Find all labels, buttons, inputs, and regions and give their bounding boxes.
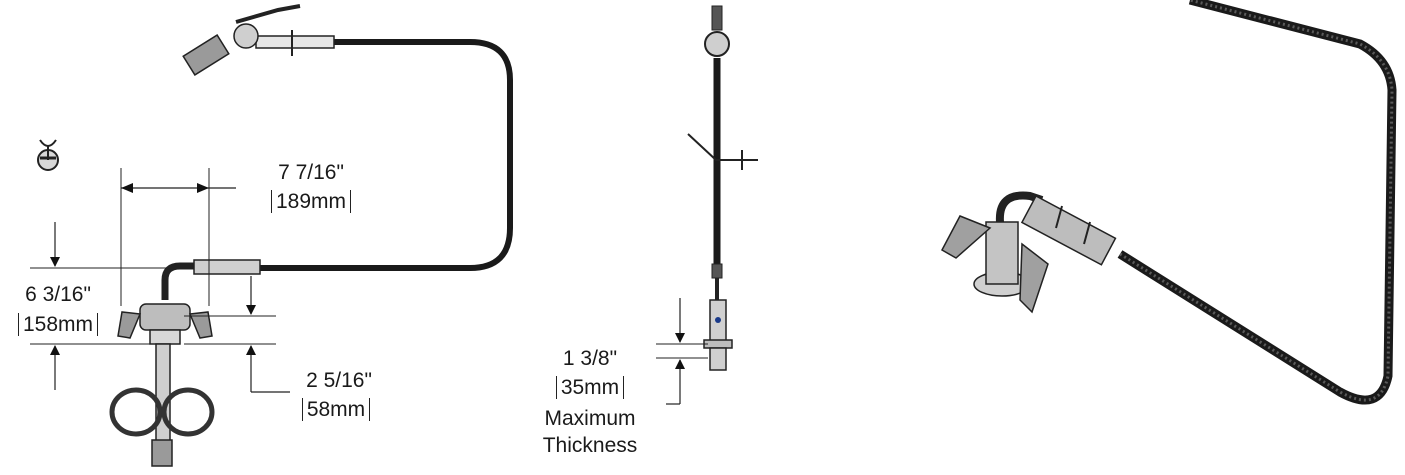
width-dimension: [120, 168, 236, 306]
spray-valve: [182, 4, 335, 76]
thickness-note-line1: Maximum: [544, 407, 636, 430]
front-view: [30, 4, 513, 467]
spout-dimension: [184, 276, 290, 393]
isometric-view: [940, 0, 1397, 405]
width-inch-label: 7 7/16": [278, 161, 344, 184]
side-view: [656, 5, 758, 405]
width-mm-value: 189mm: [270, 190, 352, 213]
thickness-mm-label: 35mm: [538, 376, 642, 400]
wall-bracket-icon: [37, 139, 59, 171]
iso-faucet: [940, 191, 1117, 314]
height-inch-label: 6 3/16": [25, 283, 91, 306]
hose: [258, 39, 513, 271]
height-mm-label: 158mm: [2, 313, 114, 337]
spout-mm-value: 58mm: [301, 398, 371, 421]
thickness-note-line2: Thickness: [542, 434, 638, 457]
faucet-body: [109, 259, 261, 467]
thickness-dimension: [656, 298, 708, 405]
spout-inch-label: 2 5/16": [306, 369, 372, 392]
thickness-inch-label: 1 3/8": [562, 347, 618, 370]
width-mm-label: 189mm: [256, 190, 366, 214]
height-mm-value: 158mm: [17, 313, 99, 336]
height-dimension: [30, 222, 172, 390]
thickness-mm-value: 35mm: [555, 376, 625, 399]
spout-mm-label: 58mm: [284, 398, 388, 422]
